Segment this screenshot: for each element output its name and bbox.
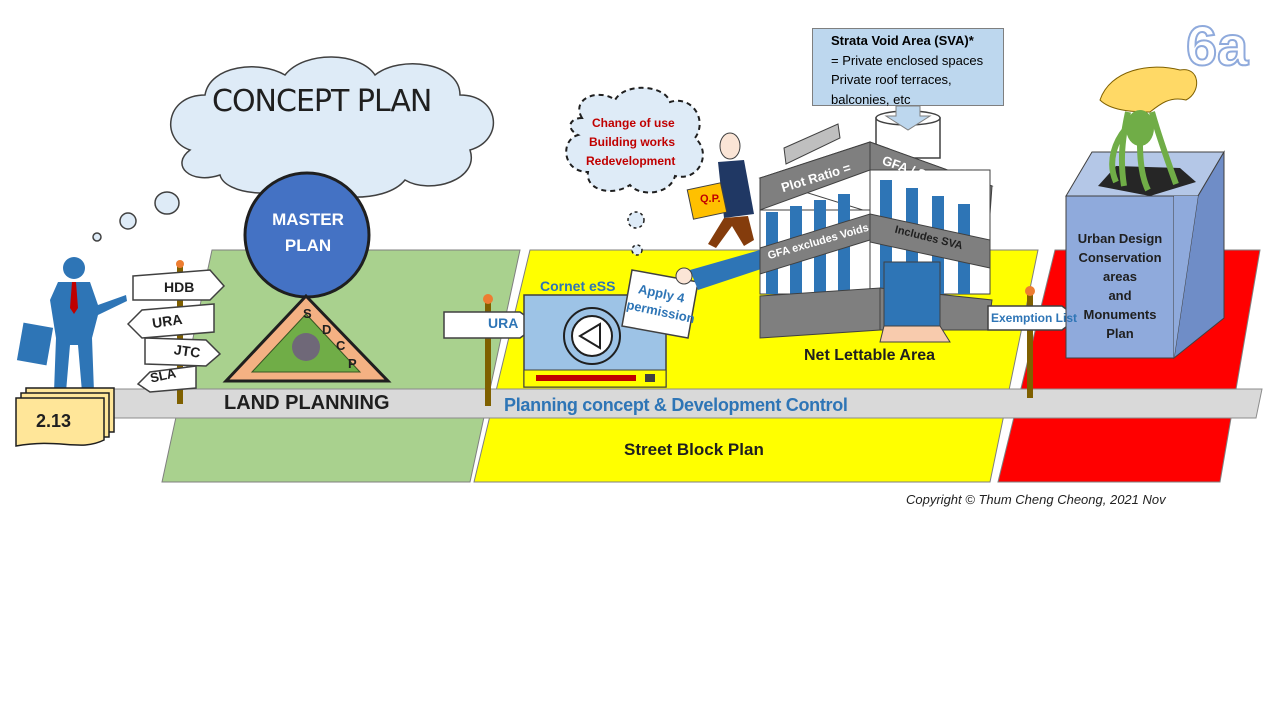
urban-design-line-1: Urban Design bbox=[1077, 231, 1163, 246]
urban-design-line-3: areas bbox=[1103, 269, 1137, 284]
urban-design-block bbox=[1065, 150, 1225, 360]
exemption-list-label: Exemption List bbox=[991, 311, 1078, 325]
urban-design-line-6: Plan bbox=[1106, 326, 1134, 341]
thought-dot-large bbox=[154, 191, 180, 215]
sdcp-octopus-icon bbox=[292, 333, 320, 361]
sdcp-letter-p: P bbox=[348, 356, 357, 371]
exemption-post-knob bbox=[1025, 286, 1035, 296]
applicant-arm bbox=[690, 250, 764, 290]
signpost bbox=[126, 260, 226, 404]
thought-dot-small bbox=[92, 232, 102, 242]
ura-post bbox=[485, 300, 491, 406]
urban-design-line-4: and bbox=[1108, 288, 1132, 303]
sva-line-2: Private roof terraces, bbox=[831, 72, 952, 87]
net-lettable-label: Net Lettable Area bbox=[804, 347, 935, 364]
sva-arrow bbox=[884, 105, 932, 131]
page-badge bbox=[15, 387, 115, 447]
bubble-dot-a bbox=[627, 211, 645, 229]
page-badge-label: 2.13 bbox=[36, 411, 72, 431]
concept-plan-title: CONCEPT PLAN bbox=[212, 84, 432, 119]
sva-title: Strata Void Area (SVA)* bbox=[831, 33, 974, 48]
urban-design-line-2: Conservation bbox=[1078, 250, 1162, 265]
change-thought-bubble bbox=[565, 86, 704, 194]
thought-redevelopment: Redevelopment bbox=[586, 154, 676, 168]
applicant-hand bbox=[675, 267, 693, 285]
sva-line-1: = Private enclosed spaces bbox=[831, 52, 984, 68]
copyright-notice: Copyright © Thum Cheng Cheong, 2021 Nov bbox=[906, 492, 1166, 507]
thought-dot-mid bbox=[119, 212, 137, 230]
master-plan-label-1: MASTER bbox=[272, 210, 344, 229]
sva-info-box: Strata Void Area (SVA)* = Private enclos… bbox=[812, 28, 1004, 107]
sva-line-3: balconies, etc bbox=[831, 91, 911, 107]
ura-sign-label: URA bbox=[488, 315, 519, 331]
cornet-ess-label: Cornet eSS bbox=[540, 278, 616, 294]
master-plan-circle bbox=[243, 171, 371, 299]
sign-hdb: HDB bbox=[164, 279, 195, 295]
qp-man-icon bbox=[686, 132, 754, 248]
businessman-icon bbox=[16, 257, 127, 392]
master-plan-label-2: PLAN bbox=[284, 236, 332, 255]
monster-icon bbox=[1099, 66, 1198, 192]
exemption-post bbox=[1027, 292, 1033, 398]
ura-post-knob bbox=[483, 294, 493, 304]
planning-concept-label: Planning concept & Development Control bbox=[504, 395, 848, 415]
sdcp-letter-d: D bbox=[322, 322, 332, 337]
bubble-dot-b bbox=[631, 244, 643, 256]
thought-change-of-use: Change of use bbox=[592, 116, 675, 130]
sdcp-letter-c: C bbox=[336, 338, 346, 353]
qp-label: Q.P. bbox=[700, 193, 721, 205]
land-planning-label: LAND PLANNING bbox=[224, 392, 390, 414]
play-back-icon bbox=[578, 322, 601, 350]
concept-cloud bbox=[170, 56, 495, 198]
street-block-plan-label: Street Block Plan bbox=[624, 440, 764, 459]
sdcp-letter-s: S bbox=[303, 306, 312, 321]
building bbox=[758, 110, 994, 343]
urban-design-line-5: Monuments bbox=[1083, 307, 1157, 322]
slide-number: 6a bbox=[1185, 13, 1249, 78]
thought-building-works: Building works bbox=[589, 135, 676, 149]
